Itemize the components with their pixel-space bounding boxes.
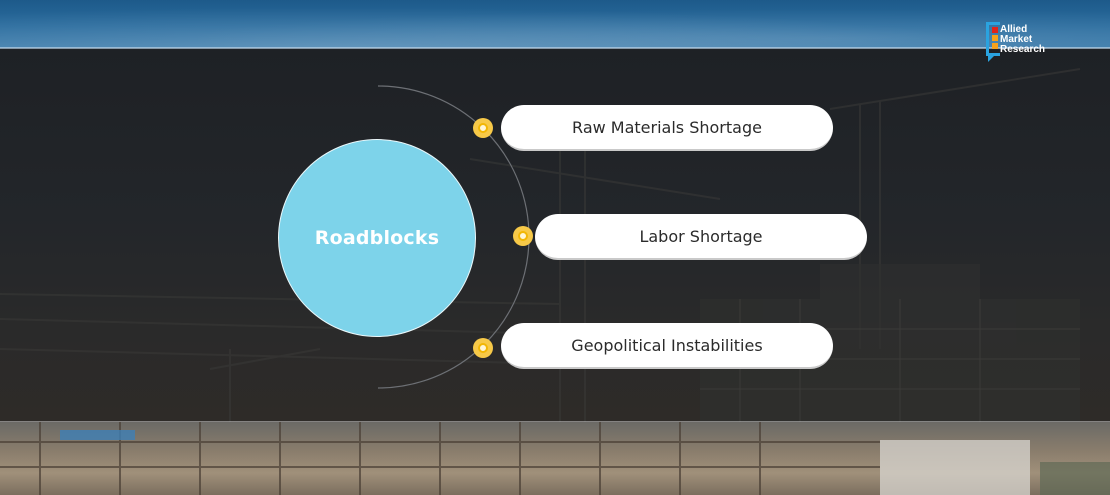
logo-square-orange (992, 43, 998, 49)
roadblock-item-label: Raw Materials Shortage (572, 117, 762, 137)
roadblock-item-label: Labor Shortage (639, 226, 763, 246)
roadblock-item-geopolitical: Geopolitical Instabilities (501, 323, 833, 369)
bullet-dot-icon (473, 338, 493, 358)
roadblock-item-labor: Labor Shortage (535, 214, 867, 260)
bullet-dot-icon (513, 226, 533, 246)
logo-line-1: Allied (1000, 24, 1028, 35)
logo-frame-icon (986, 22, 1000, 56)
logo-square-orange (992, 35, 998, 41)
logo-speech-tail-icon (988, 56, 994, 62)
sky-background (0, 0, 1110, 48)
center-label: Roadblocks (314, 227, 440, 249)
allied-market-research-logo: Allied Market Research (986, 22, 1078, 64)
logo-square-red (992, 27, 998, 33)
scaffolding-silhouette (0, 422, 1110, 495)
construction-silhouette (0, 68, 1081, 422)
logo-wordmark: Allied Market Research (1000, 25, 1045, 55)
bullet-dot-icon (473, 118, 493, 138)
background-divider-bottom (0, 421, 1110, 422)
roadblock-item-label: Geopolitical Instabilities (571, 335, 763, 355)
roadblock-item-raw-materials: Raw Materials Shortage (501, 105, 833, 151)
scaffolding-background (0, 422, 1110, 495)
roadblocks-circle: Roadblocks (278, 139, 476, 337)
logo-line-2: Market (1000, 34, 1033, 45)
logo-line-3: Research (1000, 44, 1046, 55)
background-divider-top (0, 47, 1110, 49)
